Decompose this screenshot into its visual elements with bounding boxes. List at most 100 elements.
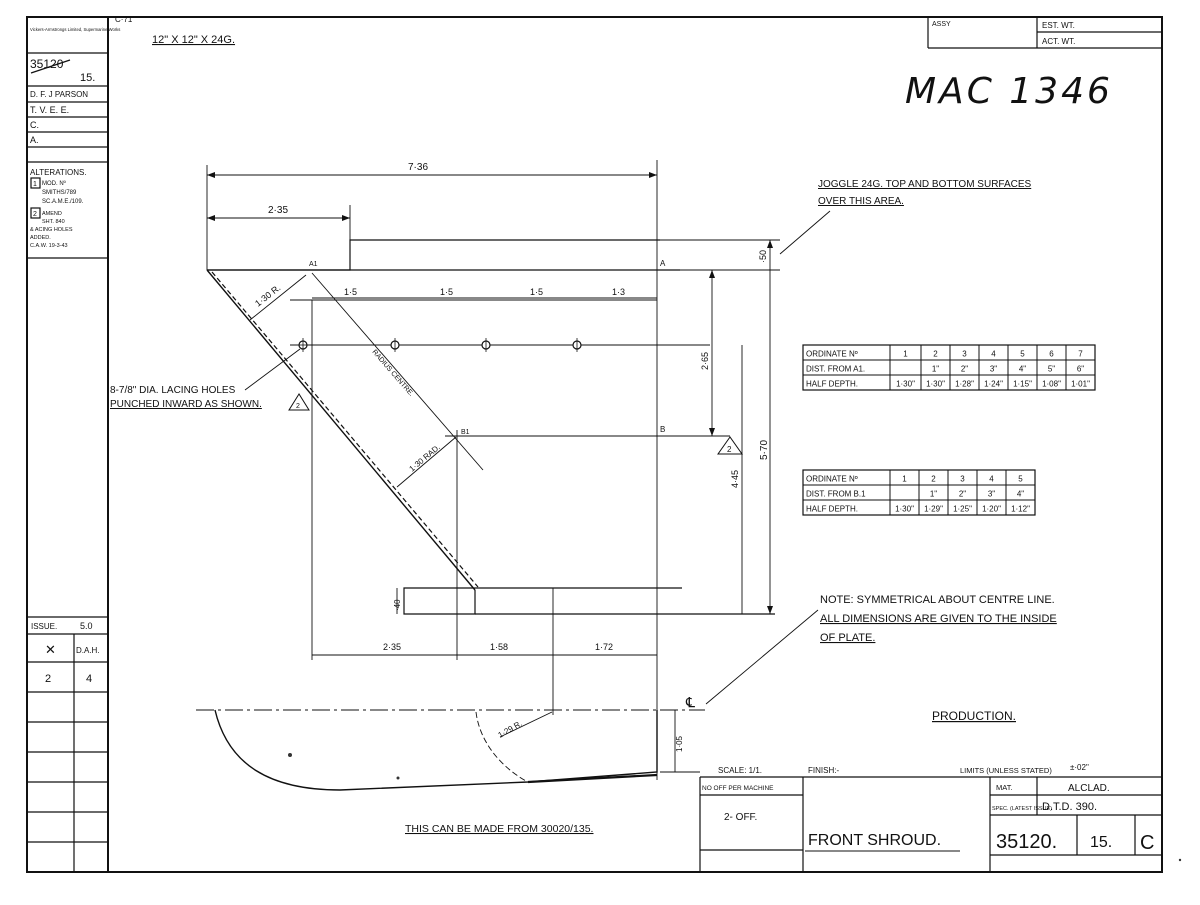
- act-wt-label: ACT. WT.: [1042, 37, 1075, 46]
- dimension-lines: [207, 174, 771, 772]
- side-profile-inner: [475, 711, 529, 783]
- table-cell: 5: [1018, 475, 1023, 484]
- dim-radius-a1: 1·30 R.: [253, 283, 282, 309]
- alteration-2-text: AMEND SHT. 840 & ACING HOLES ADDED. C.A.…: [30, 211, 74, 249]
- table-cell: 1·24": [984, 380, 1003, 389]
- radius-centre-label: RADIUS CENTRE.: [370, 349, 414, 398]
- table-row-header: ORDINATE Nº: [806, 350, 858, 359]
- mac-stamp: MAC 1346: [905, 71, 1113, 112]
- table-cell: 1·01": [1071, 380, 1090, 389]
- table-cell: 1: [903, 350, 908, 359]
- issue-row2-b: 4: [86, 673, 92, 685]
- joggle-note: JOGGLE 24G. TOP AND BOTTOM SURFACES OVER…: [818, 179, 1034, 207]
- table-cell: 2: [931, 475, 936, 484]
- table-cell: 2": [961, 365, 968, 374]
- table-cell: 5": [1048, 365, 1055, 374]
- limits-label: LIMITS (UNLESS STATED): [960, 766, 1052, 775]
- title-block: [699, 776, 1162, 872]
- point-a1: A1: [309, 261, 318, 268]
- table-cell: 1": [930, 490, 937, 499]
- dim-height-445: 4·45: [730, 470, 740, 488]
- dim-radius-b1: 1·30 RAD.: [408, 443, 442, 474]
- dim-height-105: 1·05: [675, 735, 684, 752]
- dim-pitch-1: 1·5: [344, 287, 357, 297]
- no-off-value: 2- OFF.: [724, 812, 757, 823]
- table-cell: 3: [960, 475, 965, 484]
- company-name: Vickers-Armstrongs Limited, Supermarine …: [30, 27, 120, 32]
- table-row-header: DIST. FROM B.1: [806, 490, 866, 499]
- table-cell: 1·29": [924, 505, 943, 514]
- dim-radius-129: 1·29 R.: [497, 719, 524, 740]
- table-cell: 7: [1078, 350, 1083, 359]
- point-b: B: [660, 425, 665, 434]
- title-drawing-number: 35120.: [996, 831, 1057, 853]
- table-cell: 1·15": [1013, 380, 1032, 389]
- material-value: ALCLAD.: [1068, 783, 1110, 794]
- spec-label: SPEC. (LATEST ISSUE): [992, 806, 1052, 812]
- dim-top-width: 2·35: [268, 205, 288, 216]
- dim-height-40: ·40: [393, 599, 402, 611]
- table-cell: 4": [1019, 365, 1026, 374]
- title-sheet-number: 15.: [1090, 834, 1112, 851]
- issue-row2-a: 2: [45, 673, 51, 685]
- table-cell: 6: [1049, 350, 1054, 359]
- left-info-block: [27, 52, 108, 872]
- issue-row1-b: D.A.H.: [76, 646, 100, 655]
- table-cell: 3": [990, 365, 997, 374]
- table-cell: 1·28": [955, 380, 974, 389]
- table-cell: 1: [902, 475, 907, 484]
- issue-value: 5.0: [80, 621, 93, 631]
- table-cell: 2: [933, 350, 938, 359]
- corner-code: C·71: [115, 15, 133, 24]
- table-cell: 1·30": [896, 380, 915, 389]
- table-row-header: HALF DEPTH.: [806, 380, 858, 389]
- alteration-1-text: MOD. Nº SMITHS/789 SC.A.M.E./109.: [42, 180, 84, 205]
- dim-pitch-3: 1·5: [530, 287, 543, 297]
- point-a: A: [660, 259, 666, 268]
- dim-bottom-1: 2·35: [383, 642, 401, 652]
- scan-marks: [288, 753, 1182, 862]
- side-profile-curve: [214, 709, 658, 791]
- dim-overall-width: 7·36: [408, 162, 428, 173]
- left-drawing-number: 35120: [30, 57, 64, 71]
- assy-label: ASSY: [932, 21, 951, 28]
- table-row-header: HALF DEPTH.: [806, 505, 858, 514]
- radius-centre-line: [311, 272, 484, 471]
- table-cell: 1·25": [953, 505, 972, 514]
- est-wt-label: EST. WT.: [1042, 21, 1075, 30]
- issue-row1-a: ✕: [45, 642, 56, 657]
- material-label: MAT.: [996, 783, 1013, 792]
- table-cell: 1": [932, 365, 939, 374]
- traced-by: T. V. E. E.: [30, 105, 69, 115]
- table-cell: 1·30": [895, 505, 914, 514]
- dim-height-265: 2·65: [700, 352, 710, 370]
- dim-height-570: 5·70: [759, 440, 770, 460]
- dim-bottom-2: 1·58: [490, 642, 508, 652]
- joggle-note-leader: [779, 210, 831, 255]
- alteration-marker-icon: 2: [717, 436, 743, 455]
- symmetry-note: NOTE: SYMMETRICAL ABOUT CENTRE LINE. ALL…: [820, 594, 1060, 644]
- dim-bottom-3: 1·72: [595, 642, 613, 652]
- material-note: 12" X 12" X 24G.: [152, 34, 235, 46]
- table-cell: 4: [989, 475, 994, 484]
- table-row-header: DIST. FROM A1.: [806, 365, 865, 374]
- revision-letter: C: [1140, 832, 1154, 854]
- scale-label: SCALE: 1/1.: [718, 766, 762, 775]
- sheet-border: [26, 16, 1163, 873]
- table-cell: 2": [959, 490, 966, 499]
- table-cell: 1·08": [1042, 380, 1061, 389]
- limits-value: ±·02": [1070, 763, 1089, 772]
- checked-by: C.: [30, 120, 39, 130]
- dim-pitch-4: 1·3: [612, 287, 625, 297]
- table-cell: 4: [991, 350, 996, 359]
- drawn-by: D. F. J PARSON: [30, 90, 88, 99]
- table-cell: 3: [962, 350, 967, 359]
- bottom-flange-outline: [403, 587, 682, 615]
- table-cell: 3": [988, 490, 995, 499]
- finish-label: FINISH:-: [808, 766, 839, 775]
- dim-pitch-2: 1·5: [440, 287, 453, 297]
- centre-line-symbol: ℄: [685, 694, 695, 710]
- table-cell: 1·12": [1011, 505, 1030, 514]
